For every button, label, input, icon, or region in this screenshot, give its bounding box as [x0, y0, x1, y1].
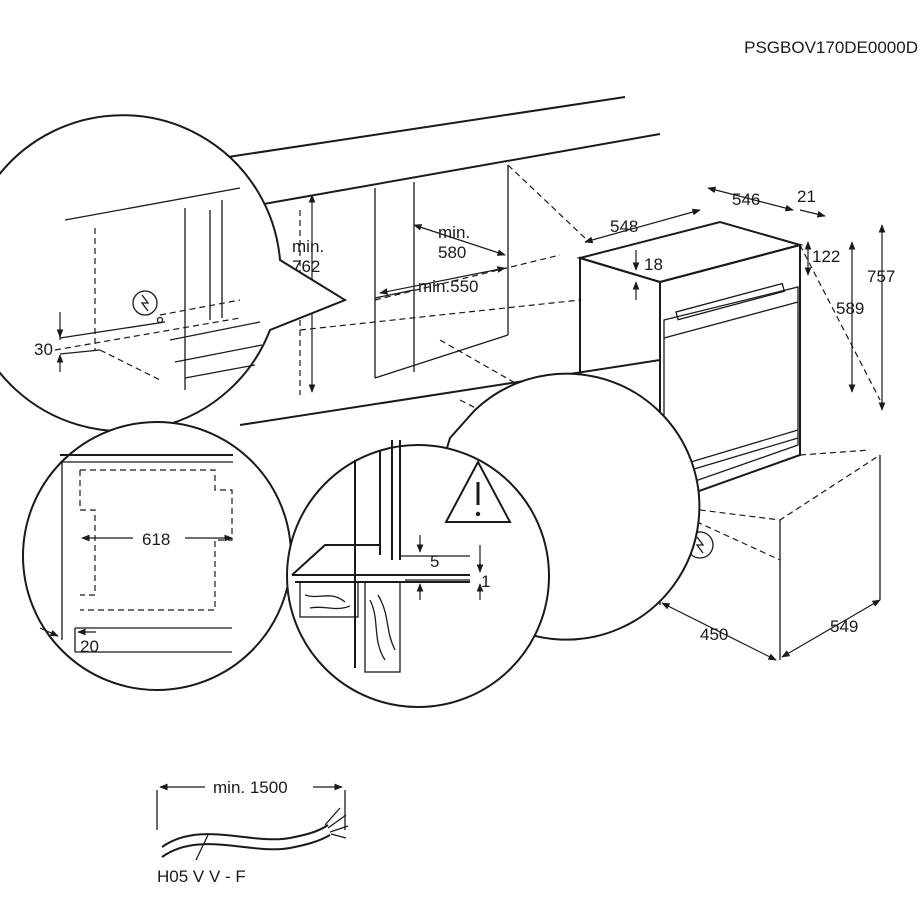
dim-min-580: min. 580: [438, 223, 475, 262]
dim-min-580-line2: 580: [438, 243, 466, 262]
socket-symbol-icon: [132, 290, 164, 324]
cable-drawing: min. 1500 H05 V V - F: [156, 776, 349, 886]
cable-type: H05 V V - F: [157, 867, 246, 886]
dim-5: 5: [430, 552, 439, 571]
dim-18: 18: [644, 255, 663, 274]
dim-min-580-line1: min.: [438, 223, 470, 242]
dim-21: 21: [797, 187, 816, 206]
warning-triangle-icon: [444, 459, 512, 523]
dim-1: 1: [481, 572, 490, 591]
cable-min-length: min. 1500: [213, 778, 288, 797]
dim-549: 549: [830, 617, 858, 636]
dim-450: 450: [700, 625, 728, 644]
detail-circle-gap: 5 1: [286, 372, 701, 708]
dim-122: 122: [812, 247, 840, 266]
dim-589: 589: [836, 299, 864, 318]
dim-min-762-line1: min.: [292, 237, 324, 256]
dim-20: 20: [80, 637, 99, 656]
document-code: PSGBOV170DE0000D: [744, 38, 918, 57]
detail-circle-socket: 30: [0, 114, 348, 433]
dim-548: 548: [610, 217, 638, 236]
dim-618: 618: [142, 530, 170, 549]
detail-circle-width: 618 20: [22, 421, 292, 691]
dim-546: 546: [732, 190, 760, 209]
dim-757: 757: [867, 267, 895, 286]
dim-30: 30: [34, 340, 53, 359]
dim-min-550: min.550: [418, 277, 478, 296]
